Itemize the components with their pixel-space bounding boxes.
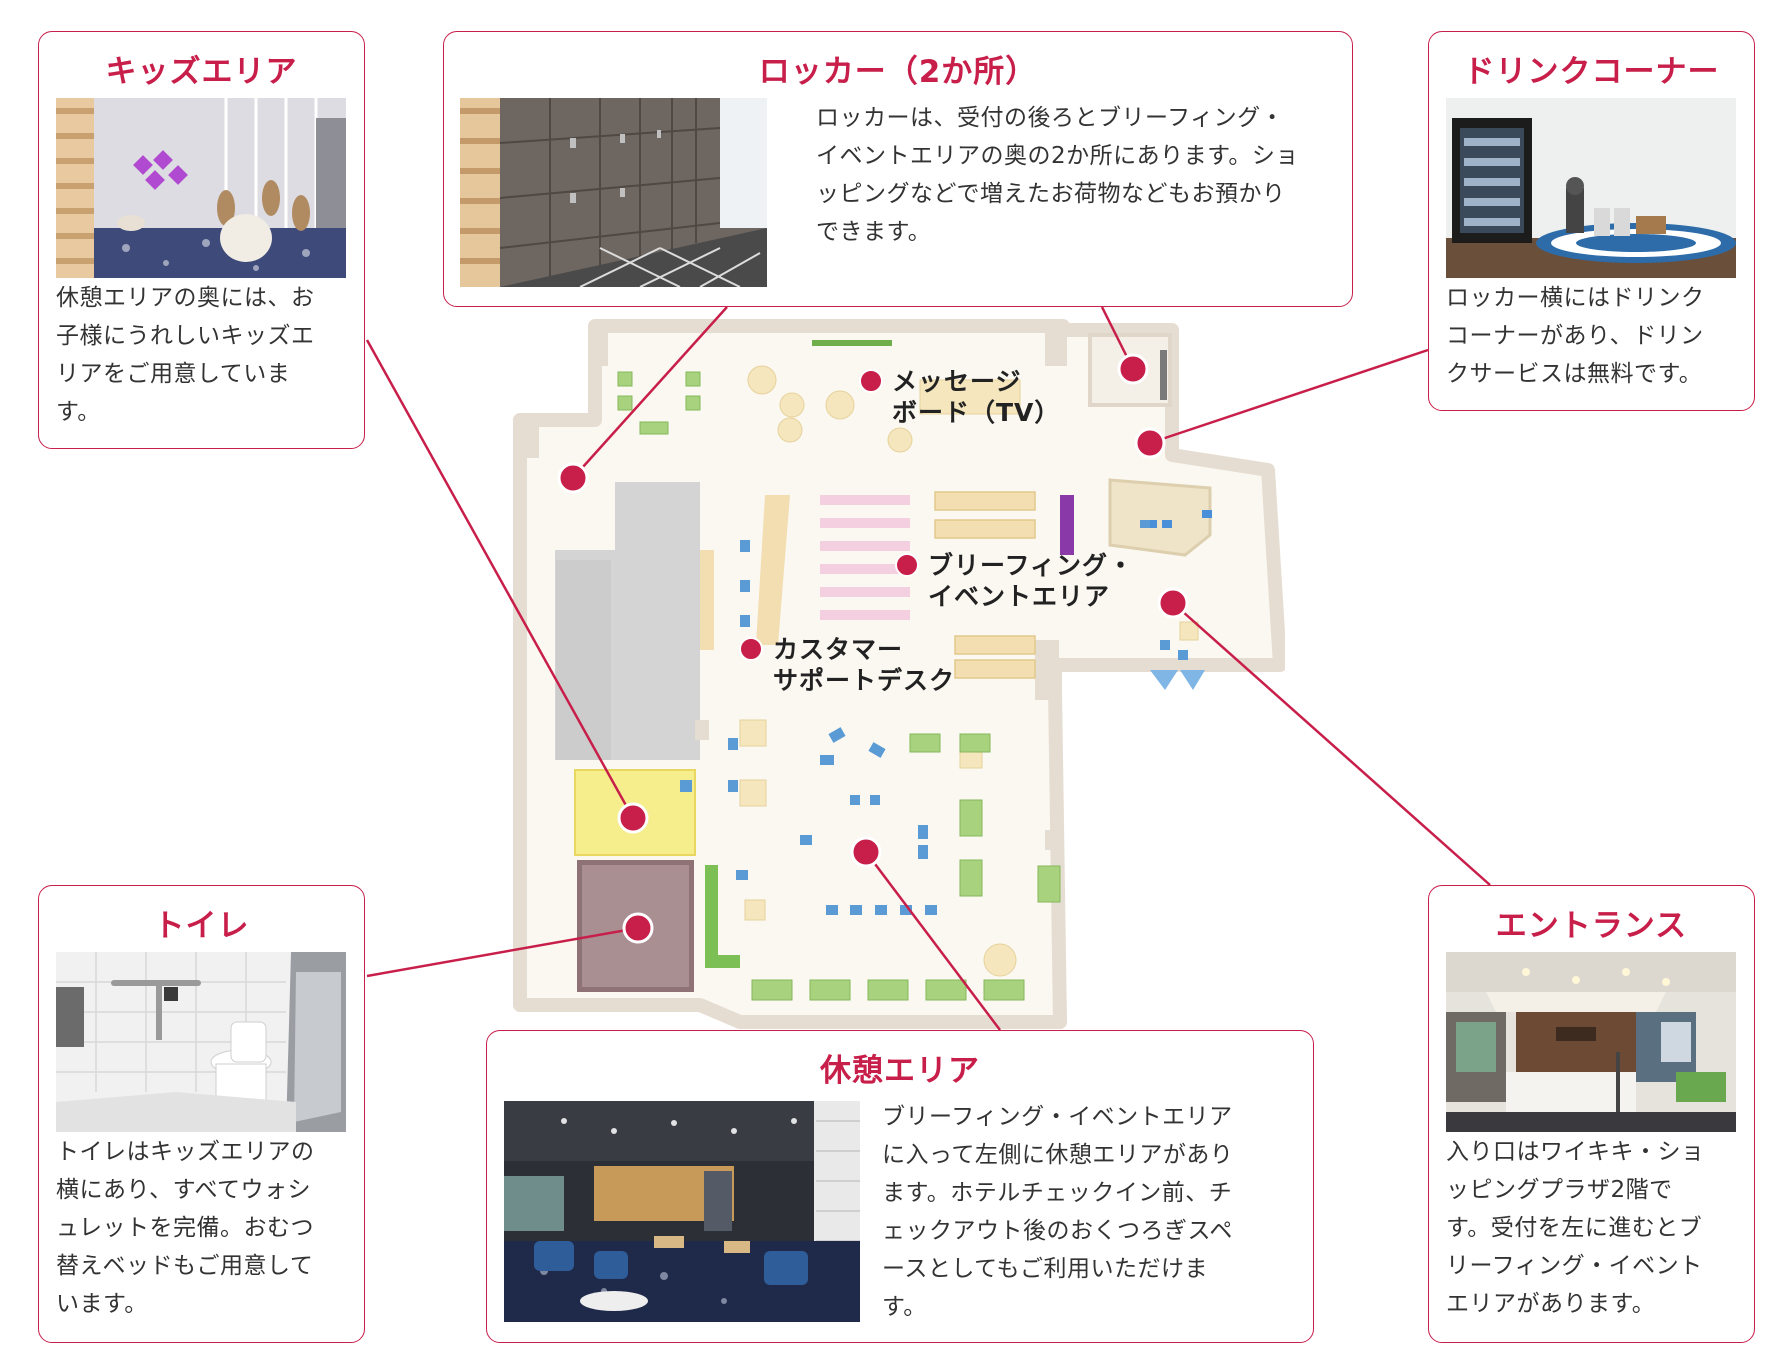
card-entrance: エントランス 入り口はワイキキ・ショ ッピングプラザ2階で す。受付を左に進むと… [1428,885,1755,1343]
entrance-photo [1446,952,1736,1132]
card-title: エントランス [1495,908,1688,944]
card-description: トイレはキッズエリアの 横にあり、すべてウォシ ュレットを完備。おむつ 替えベッ… [56,1139,315,1317]
card-description: ロッカーは、受付の後ろとブリーフィング・ イベントエリアの奥の2か所にあります。… [816,105,1299,245]
card-title: ロッカー（2か所） [758,54,1038,90]
card-kids-area: キッズエリア 休憩エリアの奥には、お 子様にうれしいキッズエ リアをご用意してい… [38,31,365,449]
toilet-photo [56,952,346,1132]
kids-area-zone [574,769,696,856]
card-title: ドリンクコーナー [1463,54,1720,90]
label-message-board: メッセージ ボード（TV） [892,367,1061,427]
card-locker: ロッカー（2か所） ロッカーは、受付の後ろとブリーフィング・ イベントエリアの奥… [443,31,1353,307]
card-toilet: トイレ トイレはキッズエリアの 横にあり、すべてウォシ ュレットを完備。おむつ … [38,885,365,1343]
card-description: ロッカー横にはドリンク コーナーがあり、ドリン クサービスは無料です。 [1446,285,1705,387]
locker-photo [460,98,767,287]
card-description: 入り口はワイキキ・ショ ッピングプラザ2階で す。受付を左に進むとブ リーフィン… [1446,1139,1705,1317]
card-description: 休憩エリアの奥には、お 子様にうれしいキッズエ リアをご用意していま す。 [56,285,315,425]
card-title: キッズエリア [105,54,298,90]
label-briefing-area: ブリーフィング・ イベントエリア [928,551,1135,611]
reception-counter [1108,478,1212,557]
card-title: トイレ [153,908,250,944]
card-description: ブリーフィング・イベントエリア に入って左側に休憩エリアがあり ます。ホテルチェ… [882,1104,1234,1320]
card-lounge: 休憩エリア ブリーフィング・イベントエリア に入って左側に休憩エリアがあり ます… [486,1030,1314,1343]
drink-corner-photo [1446,98,1736,278]
kids-area-photo [56,98,346,278]
lounge-photo [504,1101,860,1322]
card-drink-corner: ドリンクコーナー ロッカー横にはドリンク コーナーがあり、ドリン クサービスは無… [1428,31,1755,411]
label-support-desk: カスタマー サポートデスク [773,635,956,695]
card-title: 休憩エリア [820,1053,980,1089]
